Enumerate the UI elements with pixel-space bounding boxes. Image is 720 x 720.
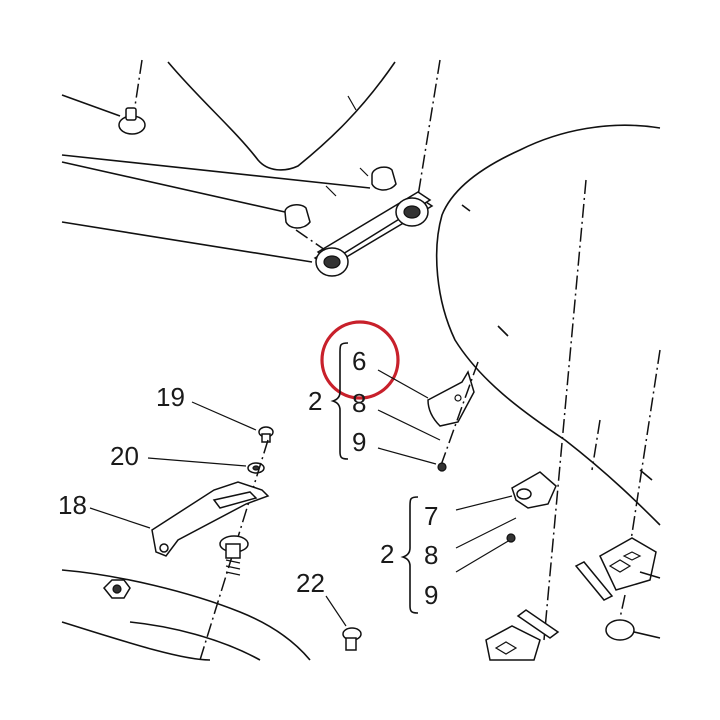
side-panel-outline (435, 124, 661, 641)
rubber-grommet-right (605, 594, 661, 641)
clip-part-7 (455, 471, 557, 573)
fastener-22 (325, 595, 362, 651)
latch-assembly-bottom (485, 609, 560, 661)
callout-18[interactable]: 18 (58, 490, 87, 520)
bolt-under-handle (219, 535, 249, 576)
grommet-top-left (61, 59, 146, 135)
callout-2-lower[interactable]: 2 (380, 539, 394, 569)
callout-9-lower[interactable]: 9 (424, 580, 438, 610)
callout-2-upper[interactable]: 2 (308, 386, 322, 416)
callout-8-upper[interactable]: 8 (352, 388, 366, 418)
callout-20[interactable]: 20 (110, 441, 139, 471)
upper-cowl-outline (167, 61, 396, 197)
callout-8-lower[interactable]: 8 (424, 540, 438, 570)
highlight-circle (320, 320, 400, 400)
callout-6[interactable]: 6 (352, 346, 366, 376)
group-bracket-upper (330, 342, 349, 460)
callout-9-upper[interactable]: 9 (352, 427, 366, 457)
lower-body-outline (61, 569, 311, 661)
latch-assembly-right (574, 537, 661, 601)
callout-19[interactable]: 19 (156, 382, 185, 412)
plate-part-6 (377, 361, 479, 472)
upper-bracket-assembly (61, 59, 441, 277)
callout-7[interactable]: 7 (424, 501, 438, 531)
group-bracket-lower (400, 496, 419, 614)
callout-22[interactable]: 22 (296, 568, 325, 598)
handle-bracket-18 (89, 481, 270, 557)
